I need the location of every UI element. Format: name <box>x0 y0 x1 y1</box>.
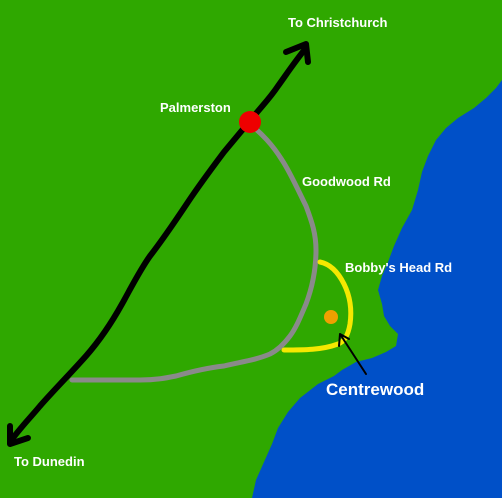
sea-area <box>252 80 502 498</box>
palmerston-label: Palmerston <box>160 100 231 115</box>
state-highway <box>7 45 309 445</box>
to-christchurch-label: To Christchurch <box>288 15 388 30</box>
centrewood-pointer-arrow <box>338 333 367 375</box>
bobbys-head-rd <box>281 259 354 353</box>
bobbys-head-rd-label: Bobby's Head Rd <box>345 260 453 275</box>
goodwood-rd <box>69 121 319 383</box>
goodwood-rd-label: Goodwood Rd <box>302 174 391 189</box>
to-dunedin-label: To Dunedin <box>14 454 85 469</box>
centrewood-label: Centrewood <box>326 380 425 399</box>
centrewood-marker-icon <box>324 310 338 324</box>
south-arrow-icon <box>7 423 31 447</box>
palmerston-marker-icon <box>239 111 261 133</box>
north-arrow-icon <box>283 41 311 65</box>
